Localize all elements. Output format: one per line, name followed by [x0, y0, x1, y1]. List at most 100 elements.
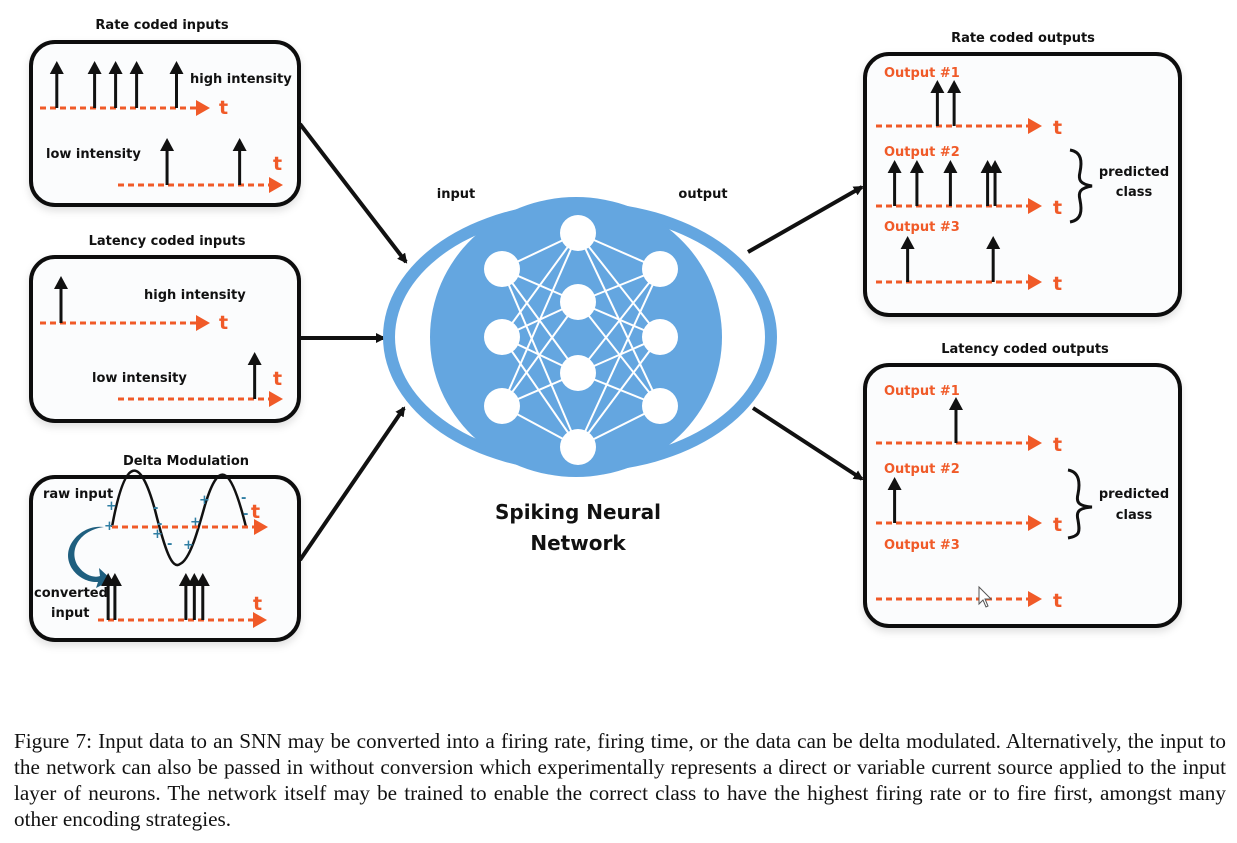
network-title-line2: Network	[530, 531, 626, 555]
rate-in-low-spike-1-head	[232, 138, 247, 151]
rate-in-high-time-axis-arrowhead	[196, 100, 210, 116]
delta-plus-sign-5: +	[183, 538, 194, 553]
latency-output-3-time-label: t	[1053, 590, 1062, 612]
snn-encoding-diagram: Rate coded inputs tt high intensity low …	[29, 18, 1182, 642]
neuron-layer1-2	[560, 355, 596, 391]
lat-in-high-time-label: t	[219, 312, 228, 334]
latency-output-2-spike-0-head	[887, 477, 902, 490]
neuron-layer1-0	[560, 215, 596, 251]
latency-output-1-label: Output #1	[884, 384, 960, 399]
rate-in-high-spike-4-head	[169, 61, 184, 74]
latency-high-intensity-label: high intensity	[144, 288, 246, 303]
rate-inputs-title: Rate coded inputs	[95, 18, 228, 33]
neuron-layer0-1	[484, 319, 520, 355]
rate-in-high-spike-3-head	[129, 61, 144, 74]
neuron-layer1-1	[560, 284, 596, 320]
rate-output-3-time-label: t	[1053, 273, 1062, 295]
latency-outputs-title: Latency coded outputs	[941, 342, 1109, 357]
converted-input-label-line2: input	[51, 606, 90, 621]
lat-in-high-time-axis-arrowhead	[196, 315, 210, 331]
delta-minus-sign-2: -	[167, 537, 172, 552]
network-neurons	[484, 215, 678, 465]
neuron-layer2-2	[642, 388, 678, 424]
network-input-label: input	[437, 187, 476, 202]
rate-output-1-time-axis-arrowhead	[1028, 118, 1042, 134]
conversion-curved-arrow-icon	[68, 526, 112, 588]
latency-output-2-time-axis-arrowhead	[1028, 515, 1042, 531]
delta-converted-trains: tt	[98, 501, 268, 628]
rate-output-1-time-label: t	[1053, 117, 1062, 139]
rate-output-1-label: Output #1	[884, 66, 960, 81]
mouse-cursor-icon	[978, 585, 993, 608]
rate-inputs-trains: tt	[40, 61, 283, 193]
rate-output-3-spike-0-head	[900, 236, 915, 249]
latency-inputs-trains: tt	[40, 276, 283, 407]
lat-in-low-spike-0-head	[247, 352, 262, 365]
delta-plus-sign-2: +	[152, 527, 163, 542]
delta-raw-time-label: t	[251, 501, 260, 523]
edge-l1-3-1	[577, 336, 661, 448]
delta-plus-sign-0: +	[106, 499, 117, 514]
rate-output-2-spike-2-head	[943, 160, 958, 173]
latency-output-3-time-axis-arrowhead	[1028, 591, 1042, 607]
latency-predicted-class-line1: predicted	[1099, 487, 1169, 502]
delta-minus-sign-3: -	[241, 491, 246, 506]
converted-input-label-line1: converted	[34, 586, 108, 601]
latency-low-intensity-label: low intensity	[92, 371, 187, 386]
rate-output-2-spike-1-head	[909, 160, 924, 173]
edge-l1-2-0	[577, 268, 661, 374]
rate-outputs-title: Rate coded outputs	[951, 31, 1095, 46]
latency-predicted-class-line2: class	[1116, 508, 1153, 523]
latency-output-1-spike-0-head	[948, 397, 963, 410]
delta-to-network-arrow	[298, 406, 406, 562]
delta-raw-time-axis-arrowhead	[254, 519, 268, 535]
latency-inputs-panel	[29, 255, 301, 423]
network-title-line1: Spiking Neural	[495, 500, 661, 524]
rate-output-2-time-axis-arrowhead	[1028, 198, 1042, 214]
edge-l1-3-0	[577, 268, 661, 448]
delta-group1-spike-2-head	[195, 573, 210, 586]
delta-minus-sign-1: -	[157, 517, 162, 532]
latency-output-1-time-label: t	[1053, 434, 1062, 456]
edge-l0-1-0	[501, 232, 579, 338]
delta-group0-spike-1-head	[107, 573, 122, 586]
lat-in-high-spike-0-head	[54, 276, 68, 289]
edge-l0-0-3	[501, 268, 579, 448]
delta-converted-time-label: t	[253, 593, 262, 615]
rate-predicted-class-line1: predicted	[1099, 165, 1169, 180]
latency-inputs-title: Latency coded inputs	[89, 234, 246, 249]
latency-output-2-time-label: t	[1053, 514, 1062, 536]
rate-output-3-label: Output #3	[884, 220, 960, 235]
rate-output-2-label: Output #2	[884, 145, 960, 160]
rate-inputs-panel	[29, 40, 301, 207]
edge-l0-2-1	[501, 301, 579, 407]
latency-predicted-brace	[1067, 468, 1093, 540]
rate-in-low-time-label: t	[273, 153, 282, 175]
delta-plus-sign-4: +	[199, 493, 210, 508]
delta-minus-sign-4: -	[243, 507, 248, 522]
rate-output-2-time-label: t	[1053, 197, 1062, 219]
rate-output-2-spike-4-head	[988, 160, 1003, 173]
delta-minus-sign-0: -	[153, 501, 158, 516]
neuron-layer2-0	[642, 251, 678, 287]
raw-input-label: raw input	[43, 487, 113, 502]
delta-signs: ++++++-----	[104, 491, 248, 553]
network-output-label: output	[678, 187, 727, 202]
lat-in-low-time-axis-arrowhead	[269, 391, 283, 407]
neuron-layer0-0	[484, 251, 520, 287]
rate-in-high-spike-0-head	[49, 61, 64, 74]
edge-l0-2-0	[501, 232, 579, 407]
network-to-rate-outputs-arrow	[747, 185, 864, 254]
latency-output-3-label: Output #3	[884, 538, 960, 553]
neuron-layer0-2	[484, 388, 520, 424]
latency-outputs-panel	[863, 363, 1182, 628]
delta-converted-time-axis-arrowhead	[253, 612, 267, 628]
rate-outputs-panel	[863, 52, 1182, 317]
neuron-layer2-1	[642, 319, 678, 355]
rate-output-3-spike-1-head	[986, 236, 1001, 249]
delta-plus-sign-3: +	[190, 515, 201, 530]
latency-output-2-label: Output #2	[884, 462, 960, 477]
rate-output-1-spike-0-head	[930, 80, 945, 93]
raw-input-sine-wave	[110, 469, 248, 567]
